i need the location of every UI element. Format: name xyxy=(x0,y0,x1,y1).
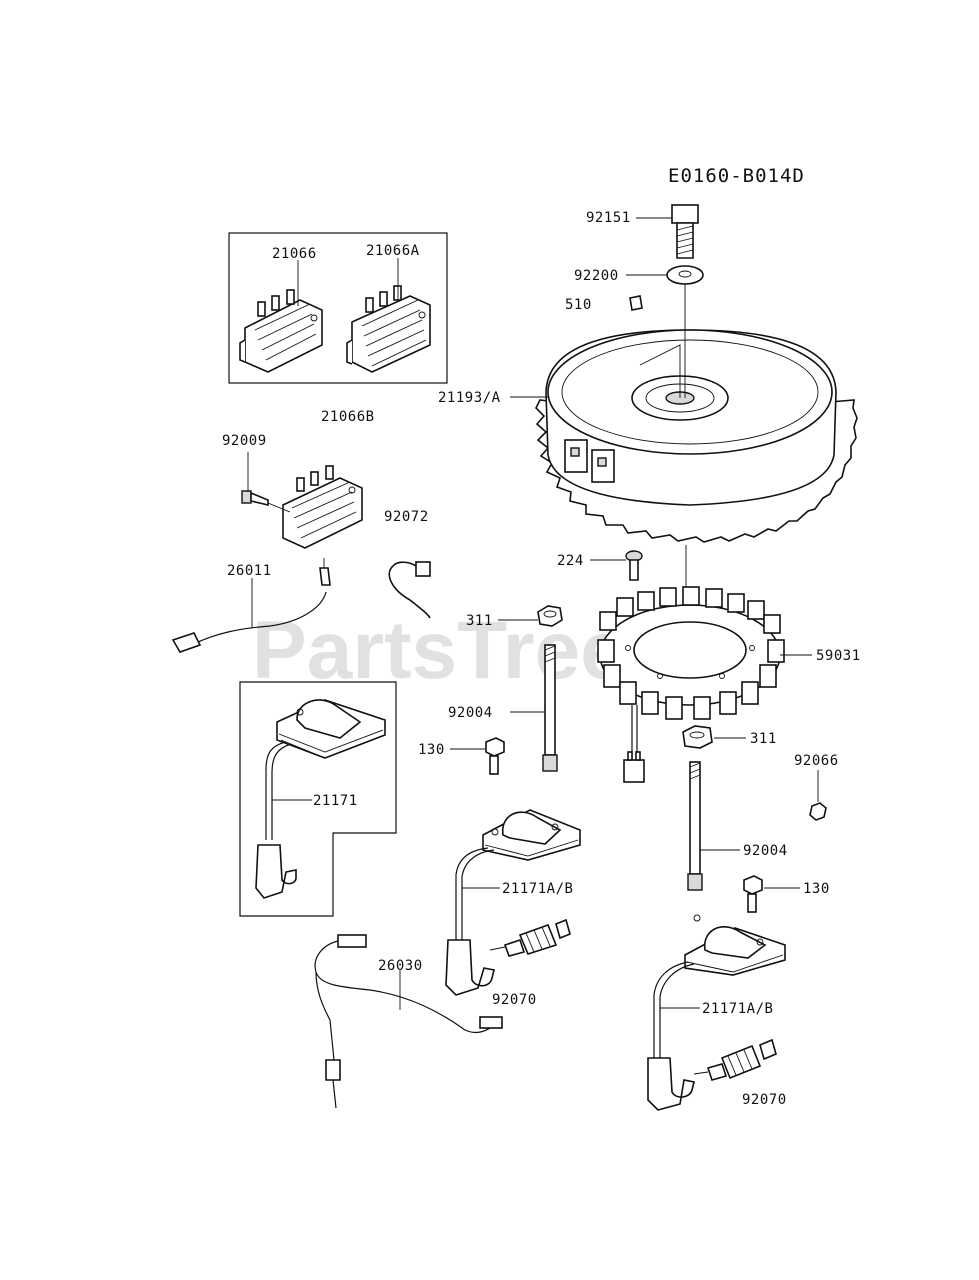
callout-130-left: 130 xyxy=(418,742,445,758)
callout-311-upper: 311 xyxy=(466,613,493,629)
stud-92004-left[interactable] xyxy=(542,644,558,772)
callout-224: 224 xyxy=(557,553,584,569)
diagram-code: E0160-B014D xyxy=(668,165,805,187)
regulator-21066[interactable] xyxy=(239,289,323,373)
stator-59031[interactable] xyxy=(597,586,785,720)
callout-21171AB-right: 21171A/B xyxy=(702,1001,773,1017)
callout-21066B: 21066B xyxy=(321,409,375,425)
coil-kit-box xyxy=(239,681,397,917)
nut-311-upper[interactable] xyxy=(537,605,563,627)
key-510[interactable] xyxy=(629,295,643,311)
callout-21066: 21066 xyxy=(272,246,317,262)
callout-92070-right: 92070 xyxy=(742,1092,787,1108)
lead-wire-26011[interactable] xyxy=(171,558,331,653)
stud-92004-right[interactable] xyxy=(687,761,703,891)
nut-92066[interactable] xyxy=(809,802,827,821)
callout-92004-left: 92004 xyxy=(448,705,493,721)
callout-21193A: 21193/A xyxy=(438,390,501,406)
callout-92009: 92009 xyxy=(222,433,267,449)
callout-26011: 26011 xyxy=(227,563,272,579)
callout-92004-right: 92004 xyxy=(743,843,788,859)
callout-59031: 59031 xyxy=(816,648,861,664)
nut-311-lower[interactable] xyxy=(682,725,713,749)
lead-wire-92072[interactable] xyxy=(388,561,431,619)
spark-plug-92070-right[interactable] xyxy=(693,1038,777,1081)
bolt-92151[interactable] xyxy=(671,204,699,259)
ignition-coil-21171AB-right[interactable] xyxy=(647,914,786,1111)
callout-21171: 21171 xyxy=(313,793,358,809)
bolt-130-left[interactable] xyxy=(485,737,505,775)
lead-wire-26030[interactable] xyxy=(314,934,503,1109)
flywheel-21193A[interactable] xyxy=(535,329,858,543)
callout-92072: 92072 xyxy=(384,509,429,525)
ignition-coil-21171[interactable] xyxy=(255,699,386,899)
stator-lead-connector[interactable] xyxy=(623,705,645,783)
callout-510: 510 xyxy=(565,297,592,313)
callout-92200: 92200 xyxy=(574,268,619,284)
callout-92070-left: 92070 xyxy=(492,992,537,1008)
regulator-21066B[interactable] xyxy=(282,465,363,549)
callout-26030: 26030 xyxy=(378,958,423,974)
spark-plug-92070-left[interactable] xyxy=(489,918,571,957)
watermark-text: PartsTree xyxy=(252,605,626,696)
ignition-coil-21171AB-left[interactable] xyxy=(445,809,581,996)
screw-224[interactable] xyxy=(625,550,643,581)
callout-92066: 92066 xyxy=(794,753,839,769)
callout-21066A: 21066A xyxy=(366,243,420,259)
bolt-92009[interactable] xyxy=(241,490,269,507)
bolt-130-right[interactable] xyxy=(743,875,763,913)
callout-21171AB-left: 21171A/B xyxy=(502,881,573,897)
callout-92151: 92151 xyxy=(586,210,631,226)
regulator-kit-box xyxy=(228,232,448,384)
callout-130-right: 130 xyxy=(803,881,830,897)
washer-92200[interactable] xyxy=(666,265,704,285)
regulator-21066A[interactable] xyxy=(346,285,431,373)
callout-311-lower: 311 xyxy=(750,731,777,747)
